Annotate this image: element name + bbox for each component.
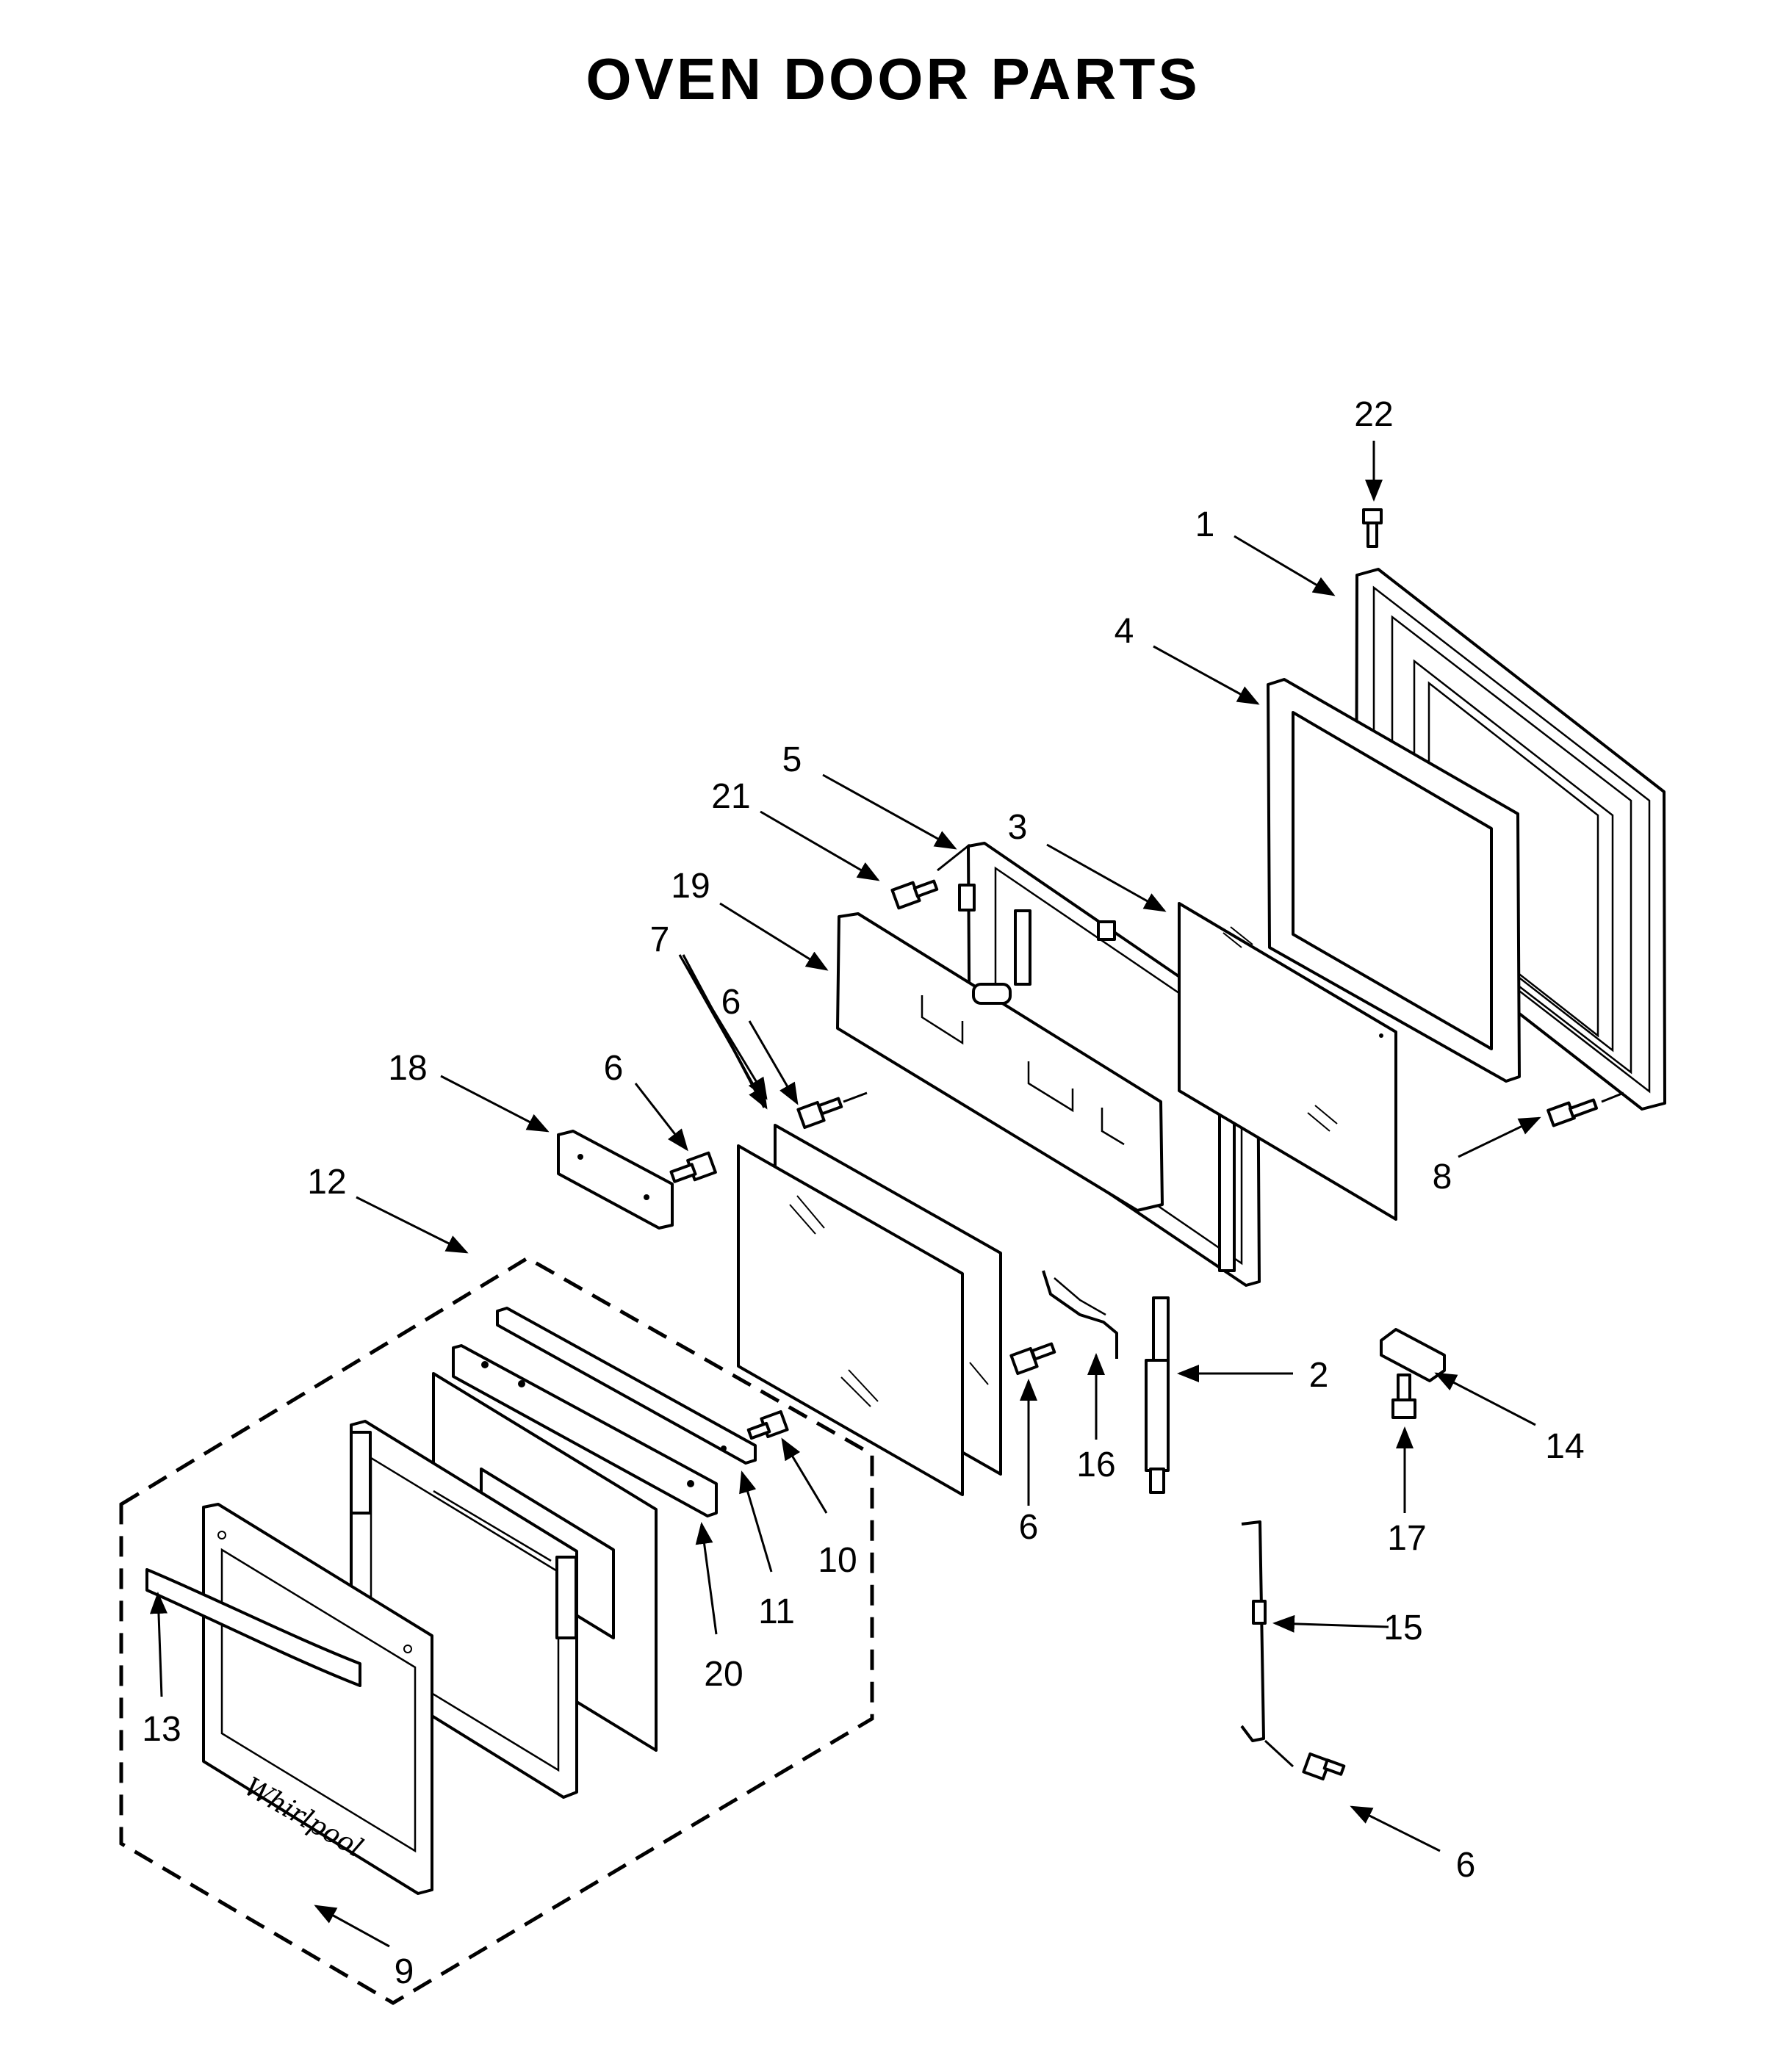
part-11-trim-bracket bbox=[496, 1307, 757, 1465]
part-17-screw bbox=[1391, 1373, 1416, 1419]
callout-21: 21 bbox=[711, 777, 750, 816]
part-21-screw bbox=[890, 879, 939, 910]
part-20-trim-strip bbox=[452, 1344, 718, 1517]
callout-4: 4 bbox=[1115, 612, 1134, 651]
callout-labels: 22 1 4 5 21 3 19 7 6 18 6 8 12 2 14 16 6… bbox=[142, 395, 1584, 1991]
callout-7: 7 bbox=[650, 920, 670, 959]
callout-11: 11 bbox=[758, 1592, 795, 1631]
callout-6-d: 6 bbox=[1456, 1846, 1476, 1885]
part-7-glass-panes bbox=[737, 1124, 1002, 1496]
part-10-screw bbox=[746, 1409, 789, 1440]
callout-22: 22 bbox=[1354, 395, 1393, 434]
page-title: OVEN DOOR PARTS bbox=[586, 46, 1200, 112]
part-4-door-frame bbox=[1267, 678, 1521, 1083]
callout-6-b: 6 bbox=[604, 1049, 624, 1088]
callout-19: 19 bbox=[671, 867, 710, 906]
part-2-hinge bbox=[1145, 1296, 1170, 1494]
callout-14: 14 bbox=[1545, 1427, 1584, 1466]
part-8-screw bbox=[1546, 1098, 1599, 1127]
callout-6-a: 6 bbox=[721, 983, 741, 1022]
callout-8: 8 bbox=[1433, 1158, 1452, 1196]
callout-6-c: 6 bbox=[1019, 1508, 1039, 1547]
part-19-baffle bbox=[836, 912, 1164, 1212]
part-16-hinge-wire bbox=[1042, 1270, 1118, 1359]
callout-9: 9 bbox=[395, 1952, 414, 1991]
part-6-screw-c bbox=[1009, 1342, 1056, 1376]
part-18-hinge-plate bbox=[557, 1130, 674, 1230]
part-22-screw bbox=[1362, 508, 1383, 548]
part-6-screw-a bbox=[796, 1097, 843, 1130]
part-3-window-glass bbox=[1178, 902, 1397, 1221]
part-14-clip bbox=[1380, 1328, 1446, 1382]
callout-1: 1 bbox=[1195, 505, 1215, 544]
callout-3: 3 bbox=[1008, 808, 1028, 847]
part-13-handle bbox=[145, 1568, 361, 1687]
callout-16: 16 bbox=[1076, 1445, 1115, 1484]
callout-18: 18 bbox=[388, 1049, 427, 1088]
callout-10: 10 bbox=[818, 1541, 857, 1580]
callout-2: 2 bbox=[1309, 1356, 1329, 1395]
callout-13: 13 bbox=[142, 1710, 181, 1749]
part-6-screw-b bbox=[669, 1151, 717, 1183]
callout-15: 15 bbox=[1383, 1609, 1422, 1647]
leader-lines bbox=[149, 441, 1624, 1948]
part-6-screw-d bbox=[1302, 1752, 1346, 1781]
callout-20: 20 bbox=[704, 1655, 743, 1694]
part-15-rod bbox=[1240, 1520, 1267, 1742]
callout-5: 5 bbox=[782, 740, 802, 779]
part-12-outer-door-assembly bbox=[119, 1256, 874, 2005]
callout-12: 12 bbox=[307, 1163, 346, 1202]
callout-17: 17 bbox=[1387, 1519, 1426, 1558]
